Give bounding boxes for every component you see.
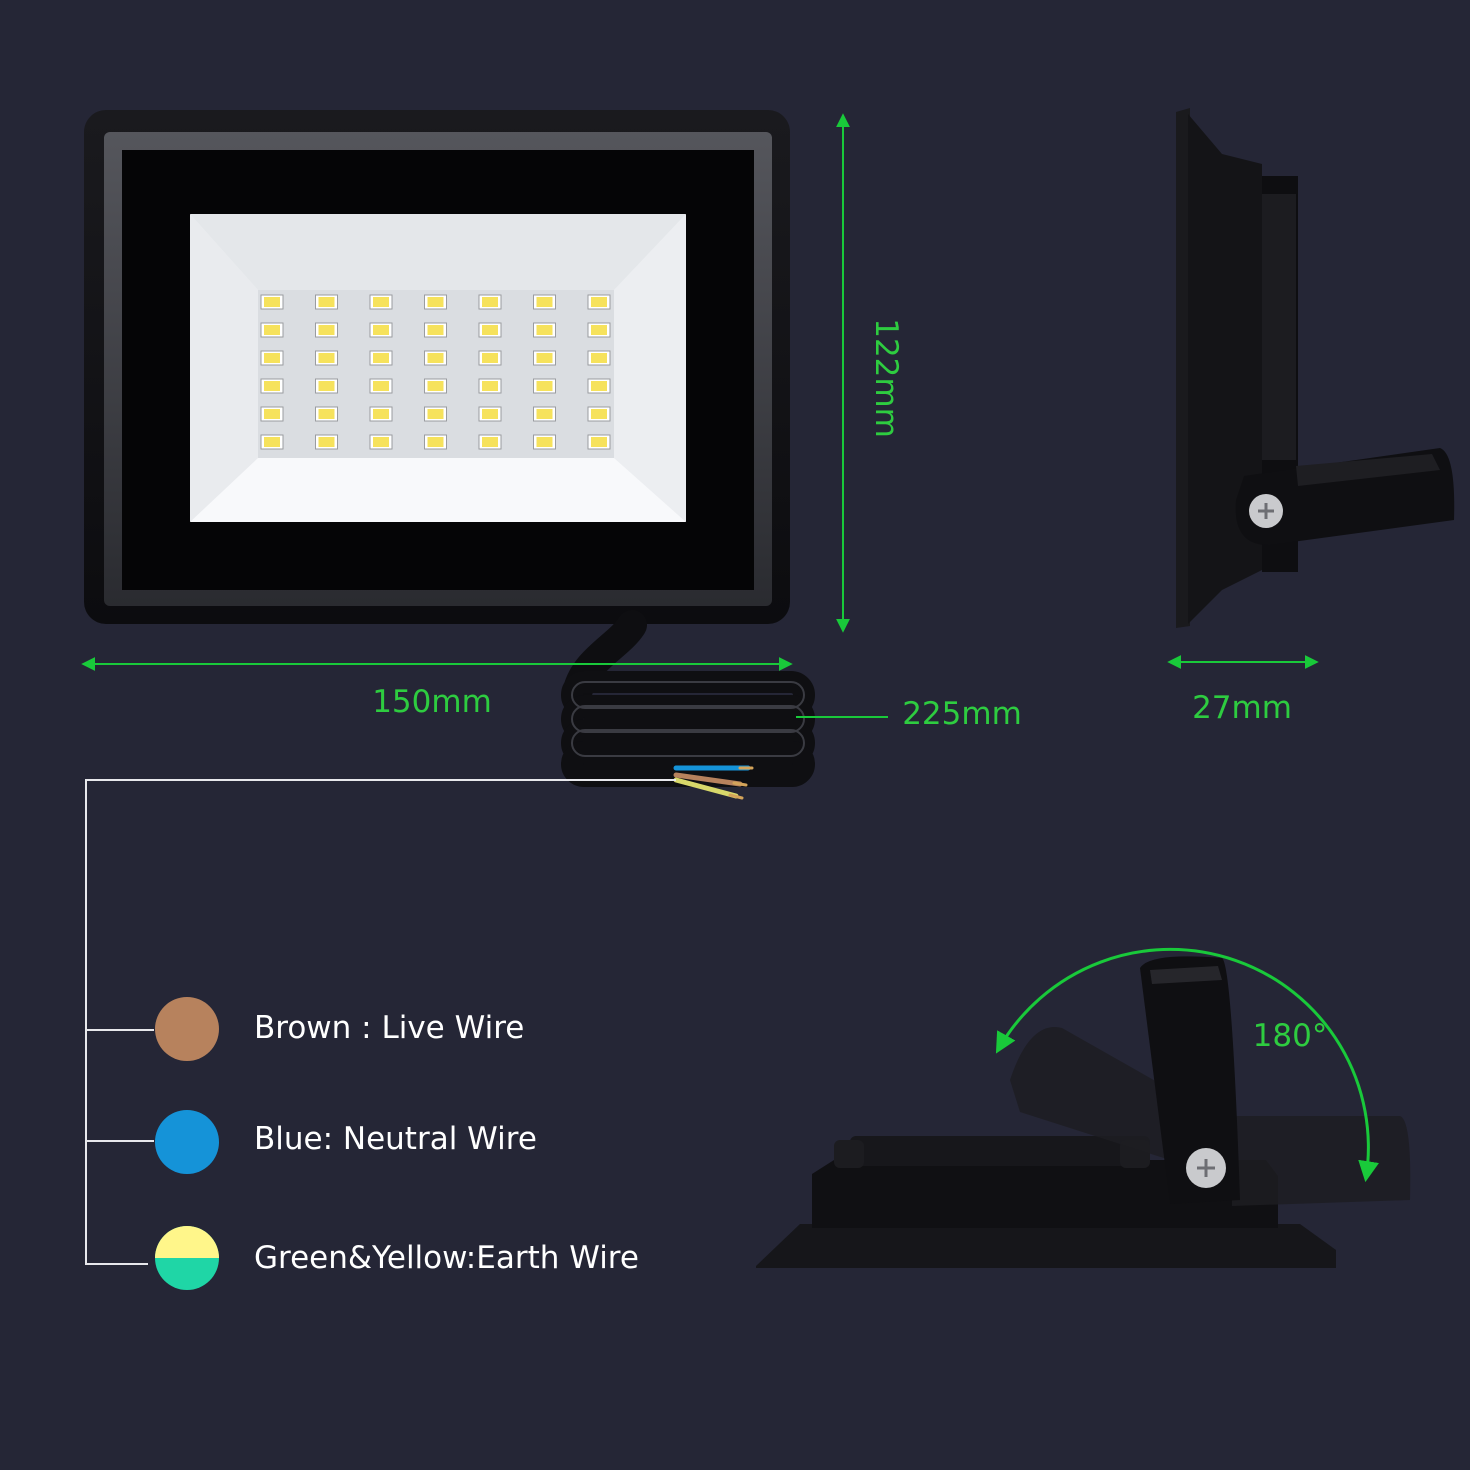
rotation-bracket-flat (1232, 1116, 1411, 1206)
led-chip-grid (260, 294, 611, 450)
led-chip (482, 325, 498, 335)
power-cable (561, 610, 815, 800)
side-front-lip (1176, 108, 1190, 628)
legend-item-blue: Blue: Neutral Wire (155, 1110, 537, 1174)
led-chip (427, 437, 444, 447)
led-chip (536, 437, 553, 447)
height-dimension: 122mm (836, 113, 904, 633)
led-chip (591, 297, 607, 307)
earth-wire-swatch-top (155, 1226, 219, 1258)
led-chip (427, 297, 444, 307)
front-view (84, 110, 790, 624)
led-chip (373, 325, 389, 335)
reflector-shade (190, 214, 258, 522)
rotation-fin-top (850, 1136, 1150, 1166)
blue-wire-swatch (155, 1110, 219, 1174)
led-chip (536, 409, 553, 419)
led-chip (318, 353, 335, 363)
depth-dimension: 27mm (1167, 655, 1319, 726)
led-chip (591, 409, 607, 419)
led-chip (373, 437, 389, 447)
earth-wire-label: Green&Yellow:Earth Wire (254, 1240, 639, 1276)
brown-wire-swatch (155, 997, 219, 1061)
legend-item-earth: Green&Yellow:Earth Wire (155, 1226, 639, 1290)
width-dimension: 150mm (81, 657, 793, 720)
rotation-label: 180° (1253, 1018, 1328, 1054)
led-chip (264, 325, 280, 335)
legend-connector-line (85, 779, 676, 1265)
led-chip (264, 353, 280, 363)
led-chip (536, 297, 553, 307)
led-chip (427, 353, 444, 363)
led-chip (427, 325, 444, 335)
side-bracket-arm (1296, 454, 1440, 486)
led-chip (536, 353, 553, 363)
led-chip (264, 409, 280, 419)
led-board (258, 290, 614, 458)
rotation-base-plate (756, 1224, 1336, 1268)
legend-item-brown: Brown : Live Wire (155, 997, 524, 1061)
led-chip (318, 297, 335, 307)
cable-dimension: 225mm (796, 696, 1022, 732)
wire-legend: Brown : Live Wire Blue: Neutral Wire Gre… (85, 779, 676, 1290)
led-chip (482, 353, 498, 363)
led-chip (536, 381, 553, 391)
led-chip (536, 325, 553, 335)
depth-label: 27mm (1192, 690, 1292, 726)
side-view (1176, 108, 1455, 628)
led-chip (591, 325, 607, 335)
led-chip (373, 409, 389, 419)
led-chip (264, 297, 280, 307)
wire-ends (673, 765, 754, 800)
led-chip (373, 353, 389, 363)
led-chip (318, 381, 335, 391)
led-chip (591, 381, 607, 391)
reflector-shade-bottom (190, 458, 686, 522)
rotation-arc (995, 947, 1379, 1183)
led-chip (264, 437, 280, 447)
width-label: 150mm (372, 684, 492, 720)
reflector-shade-top (190, 214, 686, 290)
height-label: 122mm (868, 318, 904, 438)
led-chip (427, 409, 444, 419)
led-chip (482, 437, 498, 447)
reflector-shade-right (614, 214, 686, 522)
brown-wire-label: Brown : Live Wire (254, 1010, 524, 1046)
led-chip (482, 297, 498, 307)
rotation-view: 180° (756, 947, 1411, 1268)
led-chip (264, 381, 280, 391)
side-body (1188, 114, 1262, 624)
cable-coil-highlight (571, 681, 805, 757)
led-chip (373, 381, 389, 391)
led-chip (373, 297, 389, 307)
blue-wire-label: Blue: Neutral Wire (254, 1121, 537, 1157)
led-chip (318, 325, 335, 335)
side-fins-edge (1262, 194, 1296, 460)
led-chip (482, 409, 498, 419)
led-chip (427, 381, 444, 391)
led-chip (591, 353, 607, 363)
rotation-fin-knob (834, 1140, 864, 1168)
led-chip (591, 437, 607, 447)
cable-label: 225mm (902, 696, 1022, 732)
led-chip (318, 437, 335, 447)
led-chip (482, 381, 498, 391)
led-chip (318, 409, 335, 419)
